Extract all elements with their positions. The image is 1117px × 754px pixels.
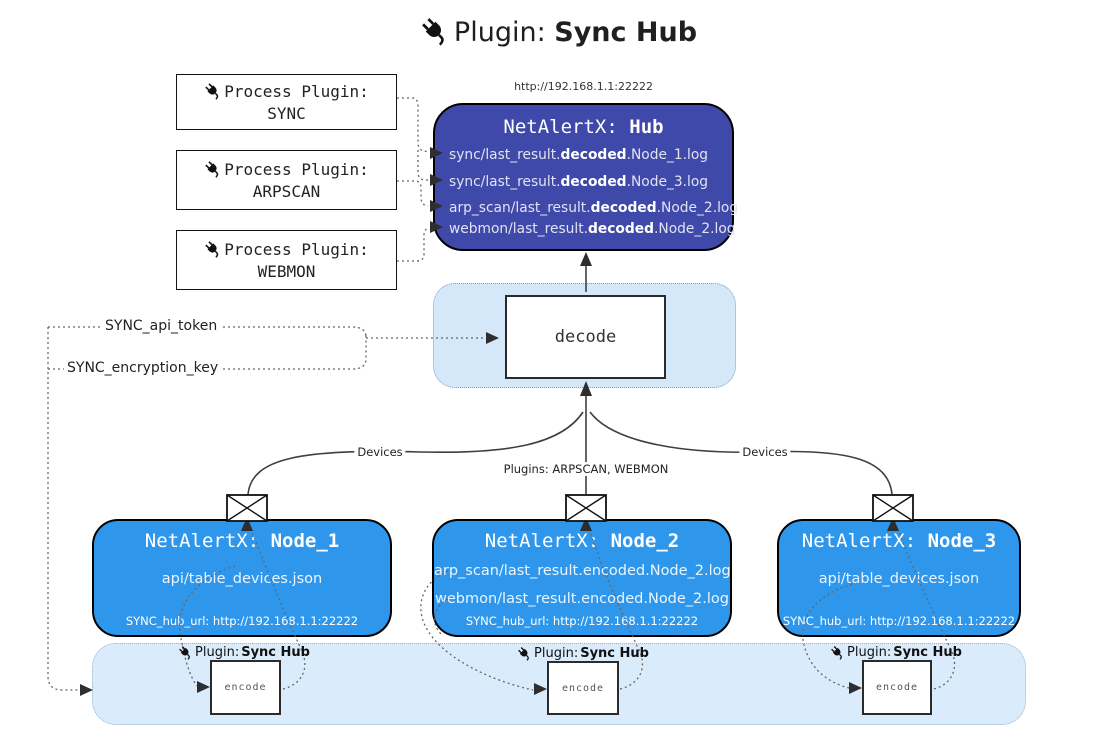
page-title-bold: Sync Hub: [554, 17, 698, 48]
plug-icon: [204, 160, 223, 178]
edge-label-plugins: Plugins: ARPSCAN, WEBMON: [500, 462, 672, 476]
encode-box: encode: [210, 660, 281, 715]
hub-log-line: sync/last_result.decoded.Node_3.log: [449, 174, 709, 190]
hub-title-prefix: NetAlertX:: [503, 116, 630, 138]
node-title: NetAlertX: Node_2: [484, 530, 680, 552]
node-file: webmon/last_result.encoded.Node_2.log: [434, 591, 729, 607]
process-plugin-name: ARPSCAN: [252, 181, 321, 201]
page-title-label: Plugin:: [453, 17, 555, 48]
hub-title: NetAlertX: Hub: [435, 116, 732, 138]
band-plugin-label: Plugin: Sync Hub: [178, 645, 310, 660]
plug-icon: [178, 645, 194, 660]
hub-box: NetAlertX: Hub sync/last_result.decoded.…: [433, 103, 738, 251]
envelope-icon: [872, 494, 914, 522]
node-title: NetAlertX: Node_3: [801, 530, 997, 552]
node-2-box: NetAlertX: Node_2 arp_scan/last_result.e…: [432, 519, 732, 637]
sync-api-token-label: SYNC_api_token: [102, 318, 221, 334]
page-title: Plugin: Sync Hub: [0, 15, 1117, 48]
envelope-icon: [565, 494, 607, 522]
process-plugin-webmon-box: Process Plugin: WEBMON: [176, 230, 397, 290]
process-plugin-name: SYNC: [267, 103, 306, 123]
node-file: arp_scan/last_result.encoded.Node_2.log: [434, 563, 731, 579]
process-plugin-label: Process Plugin:: [224, 159, 369, 179]
hub-url-label: http://192.168.1.1:22222: [514, 80, 653, 93]
node-file: api/table_devices.json: [161, 571, 323, 587]
process-plugin-name: WEBMON: [257, 261, 316, 281]
encode-box: encode: [862, 660, 932, 715]
edge-label-devices-right: Devices: [739, 445, 791, 459]
hub-log-line: webmon/last_result.decoded.Node_2.log: [449, 221, 736, 237]
plug-icon: [204, 240, 223, 258]
sync-encryption-key-label: SYNC_encryption_key: [64, 360, 222, 376]
envelope-icon: [226, 494, 268, 522]
encode-box: encode: [547, 661, 619, 715]
node-1-box: NetAlertX: Node_1 api/table_devices.json…: [92, 519, 392, 637]
plug-icon: [830, 645, 846, 660]
hub-log-line: arp_scan/last_result.decoded.Node_2.log: [449, 200, 739, 216]
decode-box: decode: [505, 295, 666, 379]
process-plugin-label: Process Plugin:: [224, 239, 369, 259]
plug-icon: [204, 82, 223, 100]
process-plugin-arpscan-box: Process Plugin: ARPSCAN: [176, 150, 397, 210]
node-hub-url: SYNC_hub_url: http://192.168.1.1:22222: [782, 614, 1016, 628]
node-title: NetAlertX: Node_1: [144, 530, 340, 552]
process-plugin-label: Process Plugin:: [224, 81, 369, 101]
process-plugin-sync-box: Process Plugin: SYNC: [176, 74, 397, 130]
node-file: api/table_devices.json: [818, 571, 980, 587]
node-3-box: NetAlertX: Node_3 api/table_devices.json…: [777, 519, 1021, 637]
hub-title-bold: Hub: [629, 116, 664, 138]
band-plugin-label: Plugin: Sync Hub: [830, 645, 962, 660]
hub-log-line: sync/last_result.decoded.Node_1.log: [449, 147, 709, 163]
plug-icon: [419, 15, 451, 47]
node-hub-url: SYNC_hub_url: http://192.168.1.1:22222: [465, 614, 699, 628]
band-plugin-label: Plugin: Sync Hub: [517, 646, 649, 661]
edge-label-devices-left: Devices: [354, 445, 406, 459]
plug-icon: [517, 646, 533, 661]
node-hub-url: SYNC_hub_url: http://192.168.1.1:22222: [125, 614, 359, 628]
